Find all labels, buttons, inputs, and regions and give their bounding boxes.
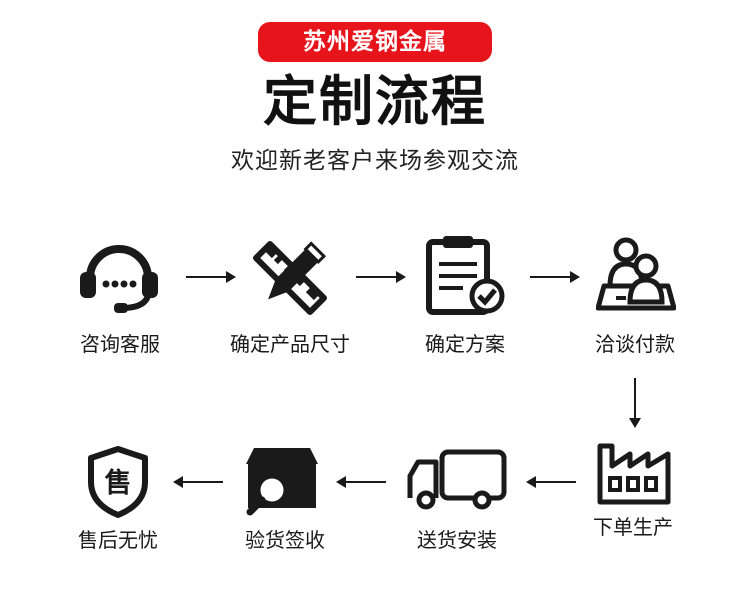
step-label: 验货签收 [245, 528, 325, 552]
arrow-right-icon [186, 271, 236, 283]
box-inspect-icon [246, 448, 318, 516]
delivery-truck-icon [407, 449, 507, 510]
arrow-right-icon [530, 271, 580, 283]
brand-badge: 苏州爱钢金属 [258, 22, 492, 62]
arrow-left-icon [173, 476, 223, 488]
step-label: 送货安装 [417, 528, 497, 552]
after-sales-shield-icon: 售 [88, 446, 148, 518]
headset-icon [80, 245, 158, 313]
step-label: 咨询客服 [80, 332, 160, 356]
step-label: 确定方案 [425, 332, 505, 356]
after-sales-glyph: 售 [105, 467, 132, 499]
arrow-left-icon [336, 476, 386, 488]
factory-icon [597, 443, 671, 505]
arrow-down-icon [629, 378, 641, 428]
page-title: 定制流程 [263, 70, 487, 133]
step-label: 售后无忧 [78, 528, 158, 552]
step-label: 确定产品尺寸 [230, 332, 350, 356]
clipboard-check-icon [426, 236, 505, 315]
arrow-left-icon [526, 476, 576, 488]
pencil-ruler-icon [253, 241, 327, 315]
meeting-people-icon [596, 237, 676, 311]
arrow-right-icon [356, 271, 406, 283]
step-label: 下单生产 [593, 515, 673, 539]
step-label: 洽谈付款 [595, 332, 675, 356]
page-subtitle: 欢迎新老客户来场参观交流 [231, 148, 519, 174]
